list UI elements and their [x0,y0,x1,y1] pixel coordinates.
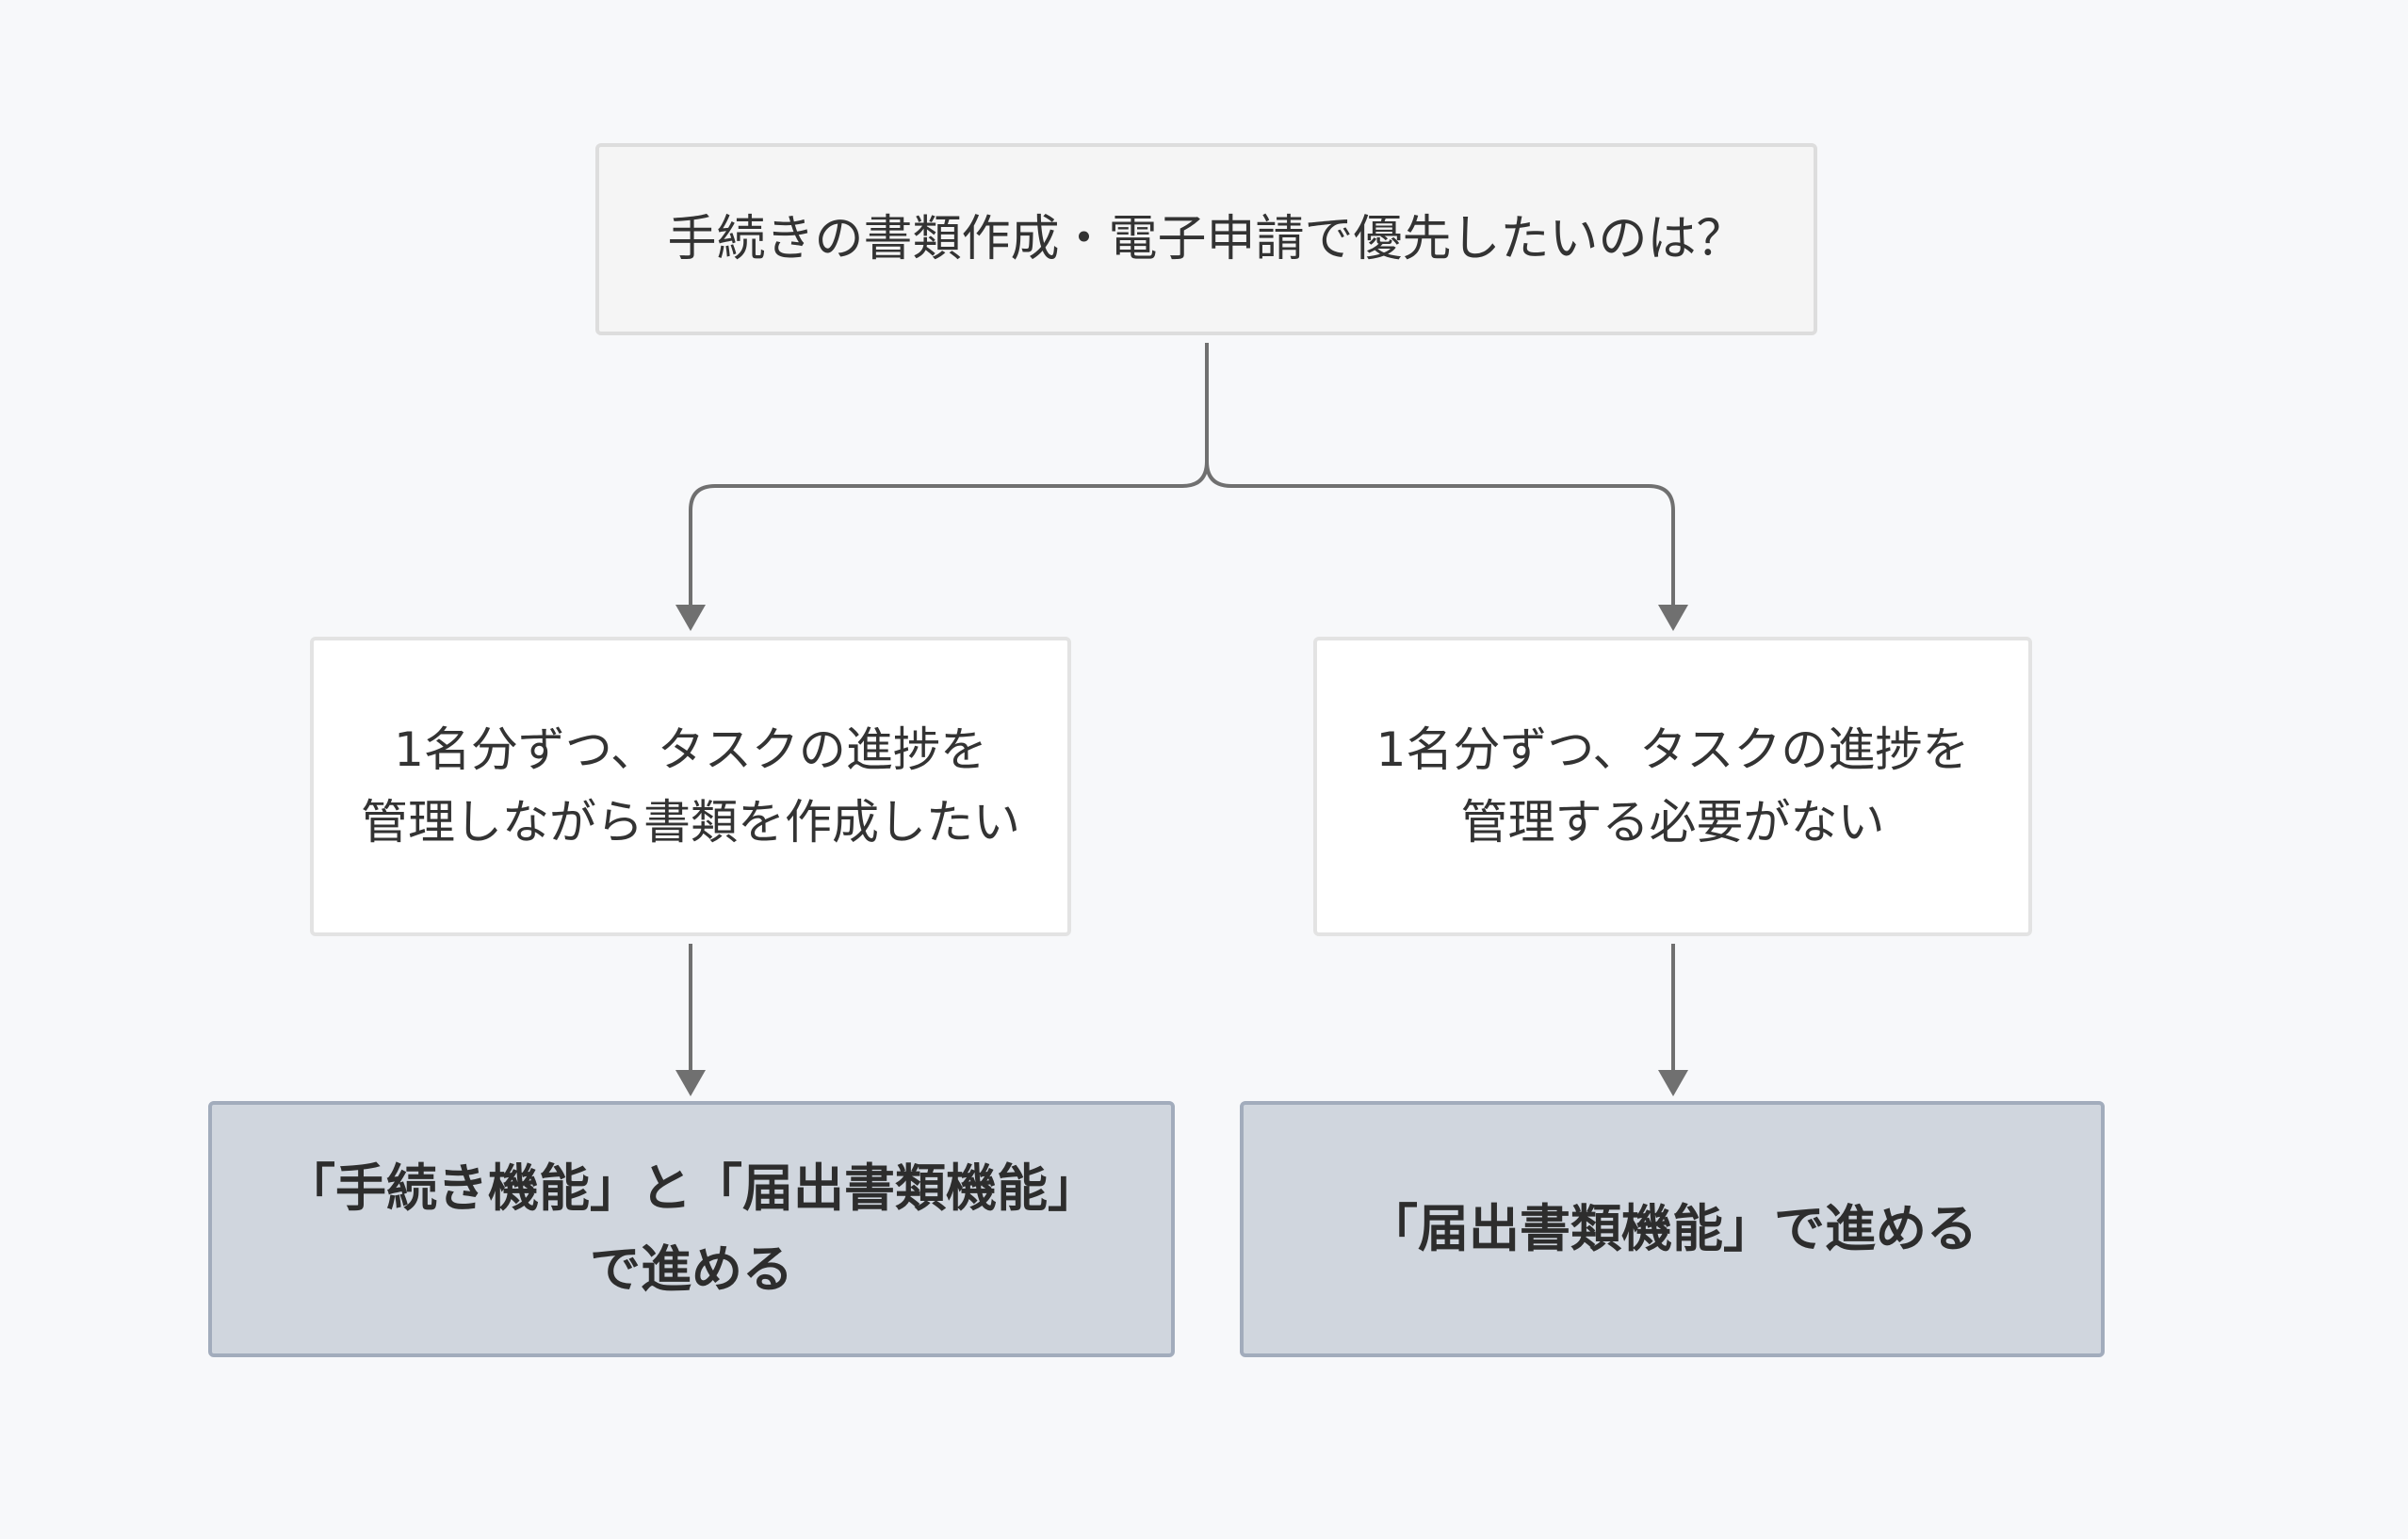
connector-question-to-left-condition [689,343,1209,608]
condition-node-right: 1名分ずつ、タスクの進捗を 管理する必要がない [1313,637,2032,936]
arrowhead-left-result-icon [675,1070,706,1096]
connector-question-to-right-condition [1205,343,1675,608]
question-node: 手続きの書類作成・電子申請で優先したいのは？ [595,143,1817,335]
arrowhead-right-condition-icon [1658,605,1688,631]
arrowhead-left-condition-icon [675,605,706,631]
arrowhead-right-result-icon [1658,1070,1688,1096]
condition-node-left: 1名分ずつ、タスクの進捗を 管理しながら書類を作成したい [310,637,1071,936]
result-node-right: 「届出書類機能」で進める [1240,1101,2105,1357]
result-node-left: 「手続き機能」と「届出書類機能」 で進める [208,1101,1175,1357]
